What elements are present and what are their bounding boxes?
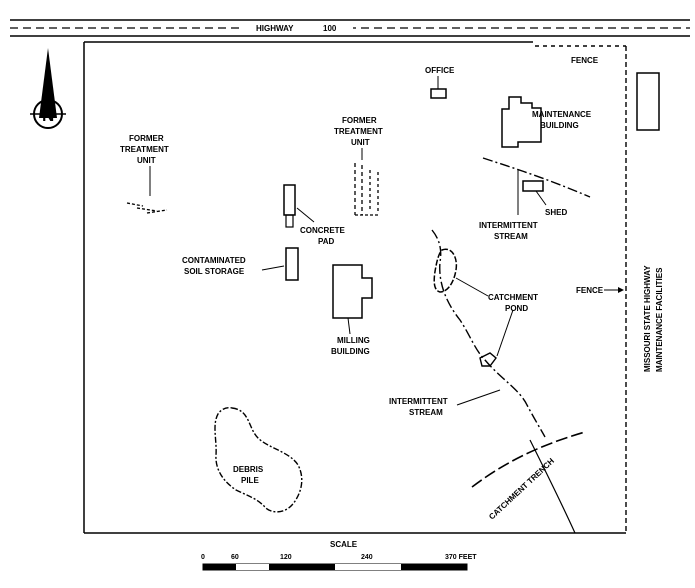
intermittent-stream-top [482, 157, 591, 198]
missouri-facilities-label-line-1: MISSOURI STATE HIGHWAY [643, 265, 652, 372]
catchment-trench-label: CATCHMENT TRENCH [487, 456, 556, 521]
north-arrow-letter: N [42, 106, 54, 125]
office-label: OFFICE [425, 66, 455, 75]
maintenance-building [501, 96, 542, 148]
catchment-pond [433, 248, 458, 293]
former-treatment-unit-left-marks [126, 202, 168, 214]
shed [522, 180, 544, 192]
intermittent-stream-top-label-line-1: INTERMITTENT [479, 221, 538, 230]
highway: HIGHWAY 100 [10, 19, 690, 37]
north-arrow: N [30, 48, 66, 129]
scale-tick-240: 240 [361, 554, 373, 561]
former-treatment-unit-center-line-2: TREATMENT [334, 127, 383, 136]
scale-tick-0: 0 [201, 554, 205, 561]
intermittent-stream-top-label-line-2: STREAM [494, 232, 528, 241]
scale-segment-1 [203, 564, 236, 570]
catchment-pond-small [479, 352, 497, 367]
scale-tick-60: 60 [231, 554, 239, 561]
milling-building [332, 264, 373, 319]
office-building [430, 88, 447, 99]
scale-segment-5 [401, 564, 467, 570]
scale-segment-4 [335, 564, 401, 570]
former-treatment-unit-left-line-1: FORMER [129, 134, 164, 143]
concrete-pad-label-line-1: CONCRETE [300, 226, 346, 235]
former-treatment-unit-center-marks [354, 163, 380, 216]
former-treatment-unit-center-line-3: UNIT [351, 138, 370, 147]
contaminated-soil-storage [285, 247, 299, 281]
scale-tick-370: 370 FEET [445, 554, 477, 561]
scale-title: SCALE [330, 540, 358, 549]
scale-bar: SCALE 0 60 120 240 370 FEET [201, 540, 477, 571]
debris-pile-label-line-2: PILE [241, 476, 259, 485]
fence-top-label: FENCE [571, 56, 599, 65]
fence-right-label: FENCE [576, 286, 604, 295]
debris-pile-label-line-1: DEBRIS [233, 465, 264, 474]
concrete-pad [283, 184, 296, 216]
debris-pile [214, 406, 303, 513]
maintenance-building-label-line-2: BUILDING [540, 121, 579, 130]
drainage-stream [431, 229, 546, 438]
intermittent-stream-bottom-label-line-2: STREAM [409, 408, 443, 417]
scale-segment-3 [269, 564, 335, 570]
highway-number: 100 [323, 24, 337, 33]
shed-label: SHED [545, 208, 567, 217]
milling-building-label-line-2: BUILDING [331, 347, 370, 356]
intermittent-stream-bottom-label-line-1: INTERMITTENT [389, 397, 448, 406]
maintenance-building-label-line-1: MAINTENANCE [532, 110, 592, 119]
highway-name: HIGHWAY [256, 24, 294, 33]
site-boundary [83, 41, 627, 534]
scale-segment-2 [236, 564, 269, 570]
former-treatment-unit-center-line-1: FORMER [342, 116, 377, 125]
catchment-pond-label-line-2: POND [505, 304, 528, 313]
contaminated-soil-storage-label-line-2: SOIL STORAGE [184, 267, 245, 276]
former-treatment-unit-left-line-3: UNIT [137, 156, 156, 165]
catchment-pond-label-line-1: CATCHMENT [488, 293, 538, 302]
contaminated-soil-storage-label-line-1: CONTAMINATED [182, 256, 246, 265]
scale-tick-120: 120 [280, 554, 292, 561]
adjacent-facility-building [636, 72, 660, 131]
milling-building-label-line-1: MILLING [337, 336, 370, 345]
missouri-facilities-label-line-2: MAINTENANCE FACILITIES [655, 267, 664, 372]
former-treatment-unit-left-line-2: TREATMENT [120, 145, 169, 154]
concrete-pad-label-line-2: PAD [318, 237, 335, 246]
